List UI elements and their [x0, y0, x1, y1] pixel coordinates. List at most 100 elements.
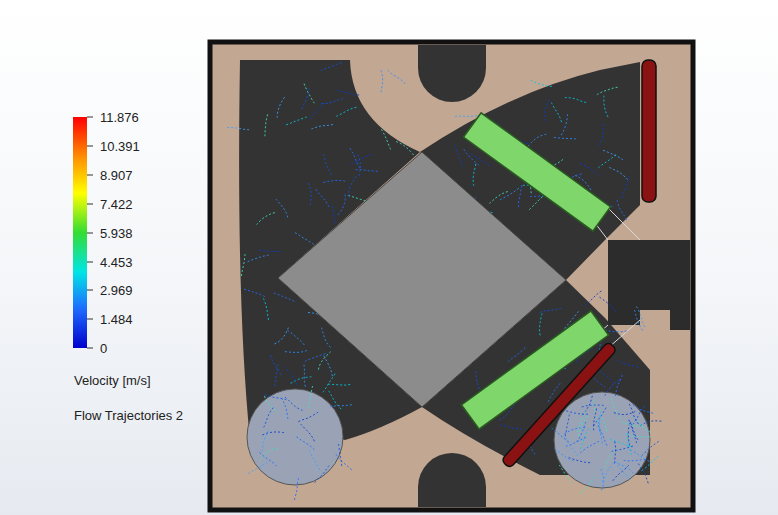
- trajectory: [628, 418, 638, 439]
- trajectory: [559, 465, 572, 485]
- scale-value: 1.484: [100, 312, 133, 327]
- trajectory: [552, 137, 576, 139]
- trajectory: [601, 463, 613, 483]
- trajectory: [309, 103, 325, 121]
- inlet-circle: [554, 392, 650, 488]
- trajectory: [604, 449, 616, 470]
- trajectory: [599, 420, 603, 443]
- scale-value: 10.391: [100, 139, 140, 154]
- trajectory: [635, 310, 644, 332]
- trajectory: [565, 98, 588, 103]
- trajectory: [560, 114, 567, 136]
- trajectory: [598, 368, 615, 385]
- trajectory: [308, 386, 313, 409]
- trajectory: [614, 440, 615, 464]
- trajectory: [241, 254, 245, 278]
- scale-value: 11.876: [100, 110, 139, 125]
- trajectory: [598, 296, 616, 312]
- trajectory: [322, 180, 346, 182]
- bottom-notch: [418, 453, 486, 507]
- trajectory: [489, 191, 509, 203]
- trajectory: [642, 455, 660, 471]
- scale-value: 2.969: [100, 283, 133, 298]
- trajectory: [258, 451, 277, 466]
- trajectory: [349, 147, 360, 168]
- trajectory: [576, 422, 586, 444]
- trajectory: [604, 96, 609, 119]
- trajectory: [528, 195, 546, 211]
- trajectory: [315, 188, 329, 207]
- trajectory: [634, 418, 652, 434]
- trajectory: [463, 148, 479, 165]
- trajectory: [454, 144, 462, 167]
- trajectory: [284, 367, 297, 387]
- scale-value: 5.938: [100, 226, 133, 241]
- trajectory: [388, 70, 407, 85]
- trajectory: [455, 115, 479, 116]
- scale-value: 4.453: [100, 255, 133, 270]
- trajectory: [608, 167, 628, 180]
- trajectory: [538, 308, 561, 313]
- trajectory: [601, 150, 623, 160]
- trajectory: [260, 448, 279, 461]
- top-notch: [418, 45, 486, 102]
- trajectory: [288, 330, 306, 346]
- trajectory: [640, 421, 663, 426]
- trajectory: [311, 124, 334, 129]
- trajectory: [599, 122, 603, 145]
- trajectory: [336, 107, 358, 116]
- trajectory: [629, 404, 639, 426]
- trajectory: [305, 353, 327, 361]
- trajectory: [565, 415, 570, 438]
- trajectory: [553, 448, 573, 461]
- trajectory: [356, 170, 380, 172]
- trajectory: [617, 360, 639, 368]
- trajectory: [338, 193, 345, 215]
- trajectory: [564, 411, 588, 415]
- trajectory: [565, 436, 578, 456]
- trajectory: [357, 155, 360, 178]
- trajectory: [322, 328, 332, 349]
- trajectory: [309, 451, 320, 472]
- trajectory: [301, 88, 309, 110]
- trajectory: [551, 103, 562, 124]
- trajectory: [380, 128, 390, 150]
- trajectory: [329, 391, 342, 411]
- scale-value: 8.907: [100, 168, 133, 183]
- trajectory: [531, 80, 554, 86]
- trajectory: [339, 444, 342, 468]
- trajectory: [500, 187, 520, 200]
- trajectory: [330, 404, 354, 407]
- trajectory: [261, 430, 268, 453]
- trajectory: [611, 396, 620, 418]
- trajectory: [598, 154, 617, 168]
- trajectory: [518, 184, 522, 208]
- trajectory: [550, 427, 568, 442]
- trajectory: [597, 87, 620, 95]
- trajectory: [545, 100, 549, 123]
- trajectory: [527, 134, 546, 147]
- trajectory: [642, 440, 660, 455]
- trajectory: [615, 375, 622, 398]
- scale-value: 0: [100, 341, 107, 356]
- trajectory: [579, 162, 599, 175]
- trajectory: [323, 372, 336, 392]
- trajectory: [280, 396, 287, 418]
- trajectory: [617, 200, 627, 221]
- trajectory: [598, 425, 608, 447]
- trajectory: [605, 379, 622, 396]
- trajectory: [263, 394, 286, 399]
- trajectory: [579, 441, 599, 454]
- trajectory: [498, 425, 521, 429]
- trajectory: [578, 415, 589, 436]
- trajectory: [473, 162, 476, 186]
- trajectory: [338, 90, 361, 95]
- scale-title: Velocity [m/s]: [74, 373, 151, 388]
- red-bar: [501, 342, 617, 469]
- trajectory: [612, 411, 635, 414]
- red-bar: [642, 60, 656, 202]
- trajectory: [348, 175, 357, 197]
- trajectory: [294, 478, 299, 501]
- trajectory: [321, 62, 343, 70]
- trajectory: [276, 199, 288, 219]
